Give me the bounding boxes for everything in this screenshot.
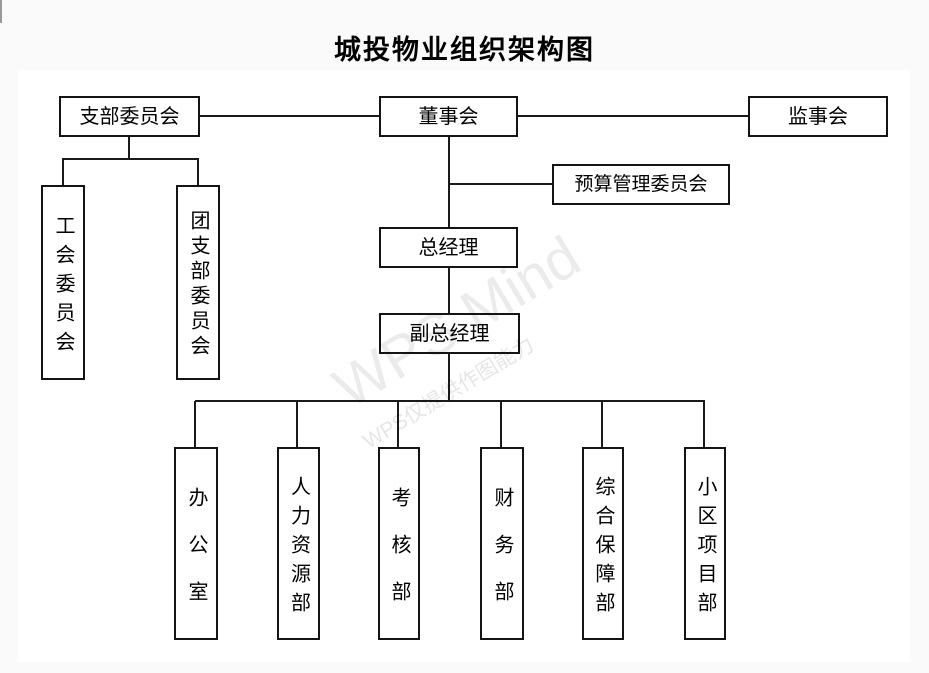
node-label: 支部委员会 — [79, 105, 180, 128]
connector-deputy-to-departments — [448, 354, 450, 401]
connector-stub-community — [703, 401, 705, 447]
connector-stub-general-office — [194, 401, 196, 447]
connector-board-to-supervisors — [518, 115, 748, 117]
node-label: 预算管理委员会 — [574, 174, 708, 195]
node-label: 考核部 — [388, 486, 410, 628]
node-community-project-department[interactable]: 小区项目部 — [684, 447, 726, 640]
screen-edge-artifact — [0, 0, 2, 23]
node-support-department[interactable]: 综合保障部 — [582, 447, 624, 640]
connector-stub-hr — [296, 401, 298, 447]
node-youth-league-branch-committee[interactable]: 团支部委员会 — [176, 185, 220, 380]
node-budget-committee[interactable]: 预算管理委员会 — [552, 164, 730, 205]
connector-departments-bus — [195, 400, 705, 402]
node-hr-department[interactable]: 人力资源部 — [277, 447, 320, 640]
node-label: 财务部 — [491, 486, 513, 628]
node-general-office[interactable]: 办公室 — [174, 447, 218, 640]
connector-gm-to-deputy — [448, 268, 450, 314]
node-label: 董事会 — [418, 105, 479, 128]
node-label: 人力资源部 — [287, 475, 310, 621]
node-deputy-general-manager[interactable]: 副总经理 — [379, 313, 520, 354]
connector-trunk-to-budget — [449, 183, 552, 185]
connector-stub-labor-union — [62, 160, 64, 185]
diagram-canvas — [18, 70, 910, 662]
node-label: 工会委员会 — [52, 214, 74, 360]
node-board-of-directors[interactable]: 董事会 — [379, 96, 518, 137]
page-title: 城投物业组织架构图 — [334, 35, 595, 65]
connector-stub-youth-league — [197, 160, 199, 185]
connector-stub-finance — [500, 401, 502, 447]
node-assessment-department[interactable]: 考核部 — [378, 447, 420, 640]
node-labor-union-committee[interactable]: 工会委员会 — [41, 185, 85, 380]
connector-branch-bus — [62, 158, 199, 160]
node-label: 办公室 — [185, 486, 207, 628]
node-label: 副总经理 — [409, 322, 490, 345]
node-branch-committee[interactable]: 支部委员会 — [59, 96, 200, 137]
node-label: 总经理 — [418, 236, 479, 259]
connector-stub-assessment — [397, 401, 399, 447]
connector-branch-down — [128, 137, 130, 159]
node-label: 团支部委员会 — [187, 210, 209, 360]
node-general-manager[interactable]: 总经理 — [379, 227, 518, 268]
node-board-of-supervisors[interactable]: 监事会 — [748, 96, 888, 137]
node-finance-department[interactable]: 财务部 — [480, 447, 524, 640]
node-label: 监事会 — [788, 105, 848, 128]
node-label: 小区项目部 — [694, 475, 716, 621]
node-label: 综合保障部 — [592, 475, 614, 621]
connector-board-to-gm — [448, 137, 450, 228]
connector-branch-to-board — [200, 115, 379, 117]
connector-stub-support — [601, 401, 603, 447]
